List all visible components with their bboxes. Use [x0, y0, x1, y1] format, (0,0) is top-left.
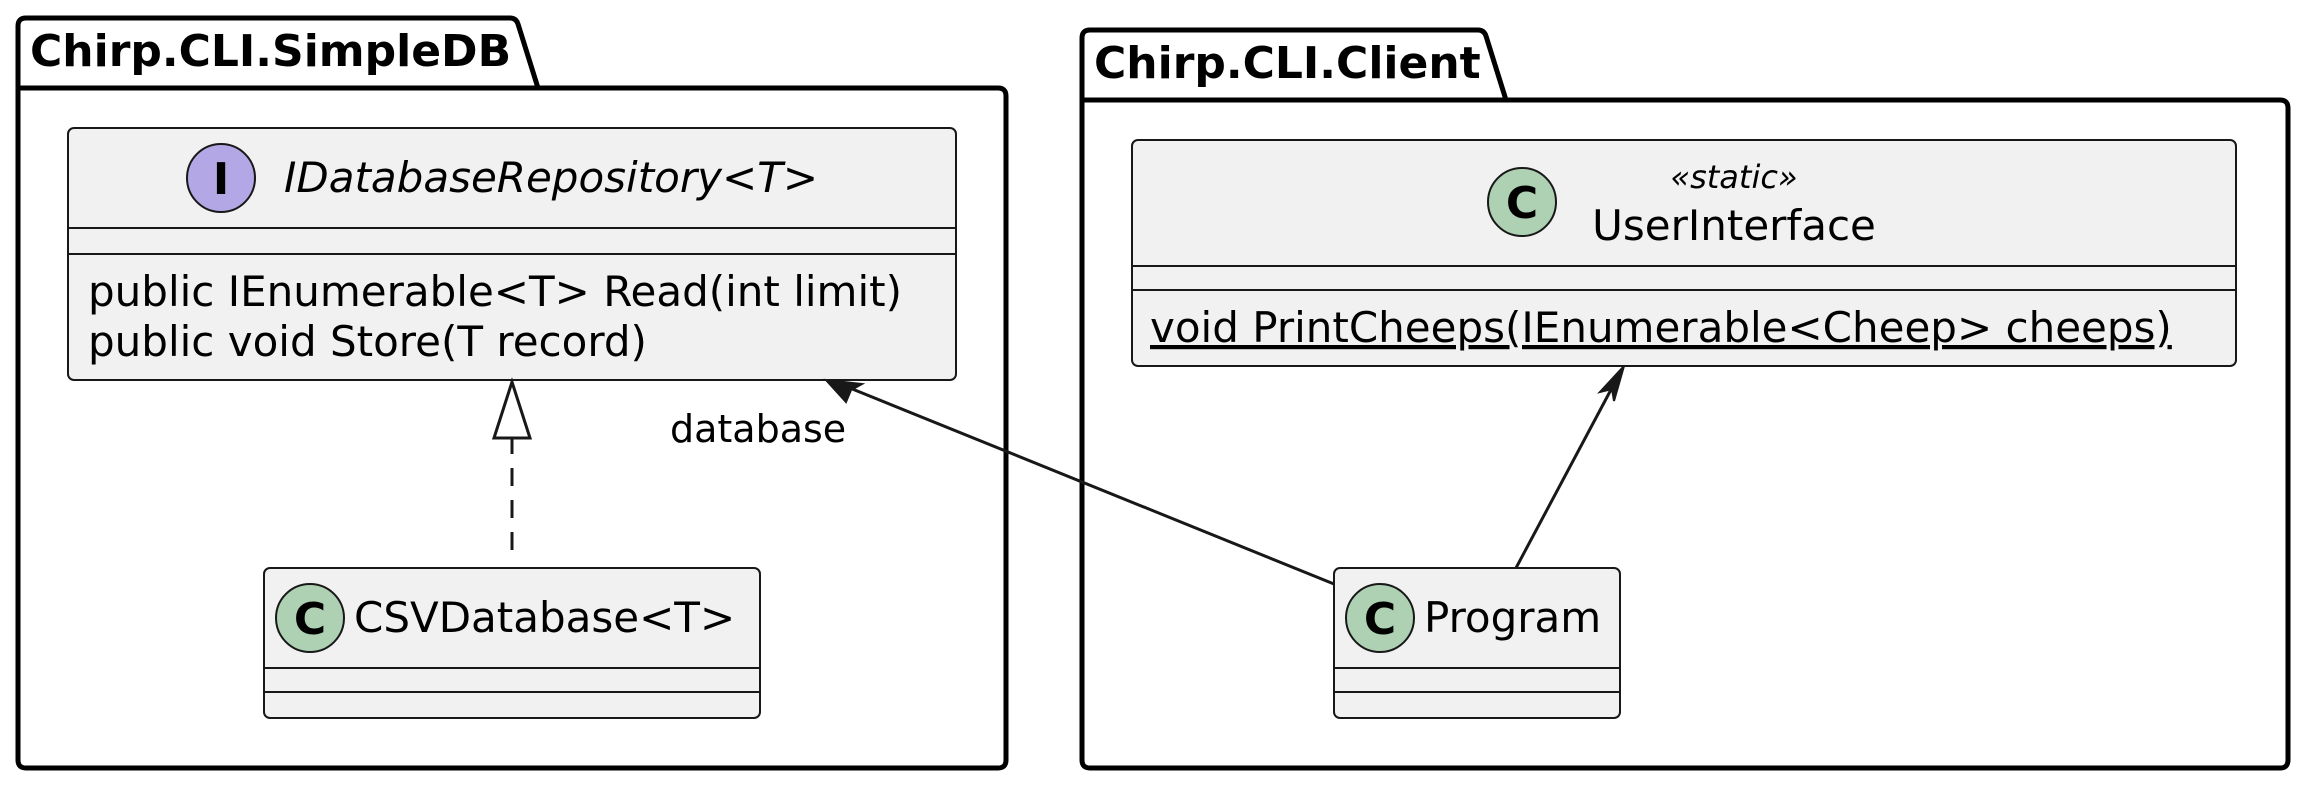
userinterface-method-printcheeps: void PrintCheeps(IEnumerable<Cheep> chee… [1150, 303, 2172, 352]
class-userinterface[interactable]: C «static» UserInterface void PrintCheep… [1131, 139, 2237, 367]
csvdatabase-badge-icon [275, 583, 345, 653]
dependency-userinterface-line [1514, 383, 1616, 569]
class-program[interactable]: C Program [1333, 567, 1621, 719]
association-database-arrowhead [823, 378, 866, 404]
userinterface-box [1131, 139, 2237, 367]
interface-name: IDatabaseRepository<T> [284, 153, 818, 202]
interface-method-store: public void Store(T record) [88, 317, 647, 366]
association-database-line [839, 382, 1335, 586]
csvdatabase-name: CSVDatabase<T> [354, 593, 735, 642]
package-simpledb-title: Chirp.CLI.SimpleDB [30, 26, 511, 77]
csvdatabase-badge-letter: C [294, 594, 326, 645]
realization-edge [491, 377, 533, 550]
association-database-label: database [670, 407, 846, 451]
association-database-edge: database [670, 378, 1335, 586]
userinterface-badge-icon [1487, 167, 1557, 237]
userinterface-badge-letter: C [1506, 178, 1538, 229]
userinterface-name: UserInterface [1592, 201, 1876, 250]
dependency-userinterface-edge [1514, 365, 1625, 569]
csvdatabase-box [263, 567, 761, 719]
program-badge-letter: C [1364, 594, 1396, 645]
package-client-title: Chirp.CLI.Client [1094, 38, 1481, 89]
interface-badge-icon [186, 143, 256, 213]
class-csvdatabase[interactable]: C CSVDatabase<T> [263, 567, 761, 719]
interface-method-read: public IEnumerable<T> Read(int limit) [88, 267, 902, 316]
program-badge-icon [1345, 583, 1415, 653]
interface-idatabase-repository[interactable]: I IDatabaseRepository<T> public IEnumera… [67, 127, 957, 381]
program-name: Program [1424, 593, 1601, 642]
interface-badge-letter: I [213, 154, 229, 205]
realization-arrowhead [491, 377, 533, 440]
userinterface-stereotype: «static» [1670, 158, 1797, 196]
dependency-userinterface-arrowhead [1596, 365, 1625, 402]
